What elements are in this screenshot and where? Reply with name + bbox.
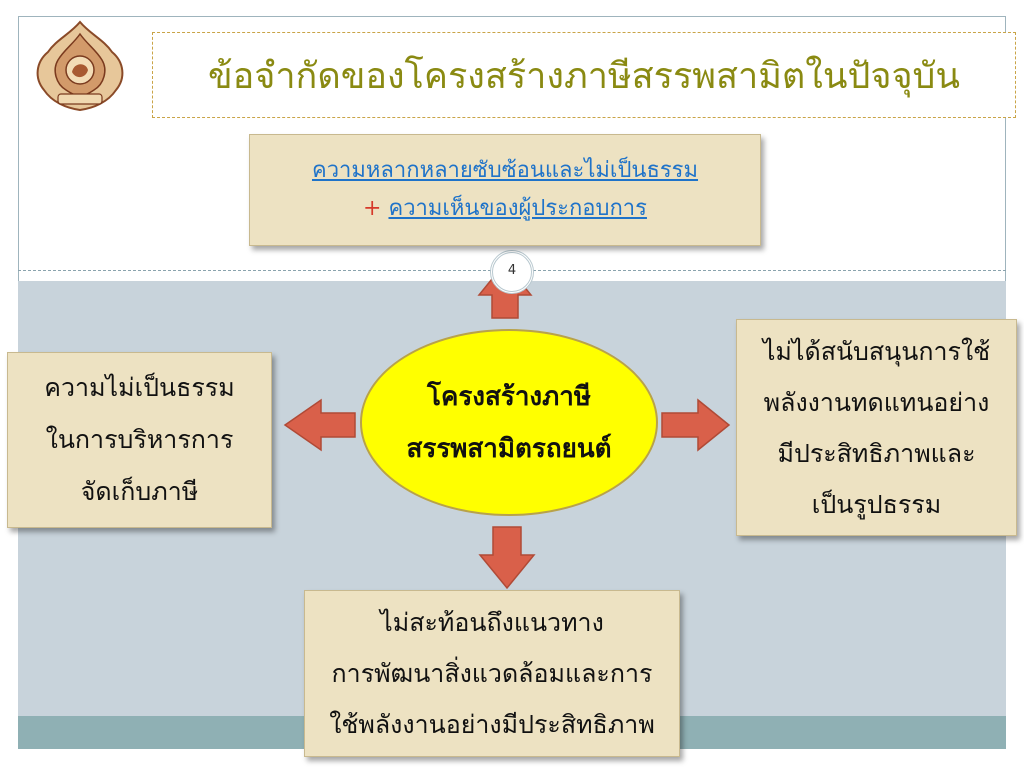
center-line-2: สรรพสามิตรถยนต์: [406, 433, 612, 464]
top-box: ความหลากหลายซับซ้อนและไม่เป็นธรรม + ความ…: [249, 134, 761, 246]
plus-sign: +: [363, 196, 382, 221]
bottom-box-line: ไม่สะท้อนถึงแนวทาง: [380, 608, 604, 637]
bottom-box-line: ใช้พลังงานอย่างมีประสิทธิภาพ: [329, 710, 655, 739]
left-box-line: ในการบริหารการ: [45, 425, 234, 454]
center-line-1: โครงสร้างภาษี: [426, 381, 592, 412]
arrow-right: [661, 398, 731, 452]
bottom-box-line: การพัฒนาสิ่งแวดล้อมและการ: [331, 659, 653, 688]
arrow-down: [478, 526, 536, 590]
top-box-link-1[interactable]: ความหลากหลายซับซ้อนและไม่เป็นธรรม: [311, 158, 699, 183]
top-box-link-2[interactable]: ความเห็นของผู้ประกอบการ: [388, 196, 647, 221]
right-box-line: มีประสิทธิภาพและ: [777, 438, 976, 468]
left-box-line: จัดเก็บภาษี: [80, 477, 199, 506]
slide-number: 4: [490, 250, 534, 294]
title-box: ข้อจำกัดของโครงสร้างภาษีสรรพสามิตในปัจจุ…: [152, 32, 1016, 118]
center-ellipse: โครงสร้างภาษี สรรพสามิตรถยนต์: [360, 329, 658, 516]
slide-title: ข้อจำกัดของโครงสร้างภาษีสรรพสามิตในปัจจุ…: [208, 55, 960, 97]
right-box-line: ไม่ได้สนับสนุนการใช้: [762, 336, 991, 366]
left-box-line: ความไม่เป็นธรรม: [44, 373, 235, 402]
right-box-line: เป็นรูปธรรม: [811, 489, 942, 519]
left-box: ความไม่เป็นธรรม ในการบริหารการ จัดเก็บภา…: [7, 352, 272, 528]
bottom-box: ไม่สะท้อนถึงแนวทาง การพัฒนาสิ่งแวดล้อมแล…: [304, 590, 680, 757]
excise-department-logo: [36, 20, 124, 112]
arrow-left: [283, 398, 356, 452]
right-box: ไม่ได้สนับสนุนการใช้ พลังงานทดแทนอย่าง ม…: [736, 319, 1017, 536]
right-box-line: พลังงานทดแทนอย่าง: [763, 387, 990, 417]
